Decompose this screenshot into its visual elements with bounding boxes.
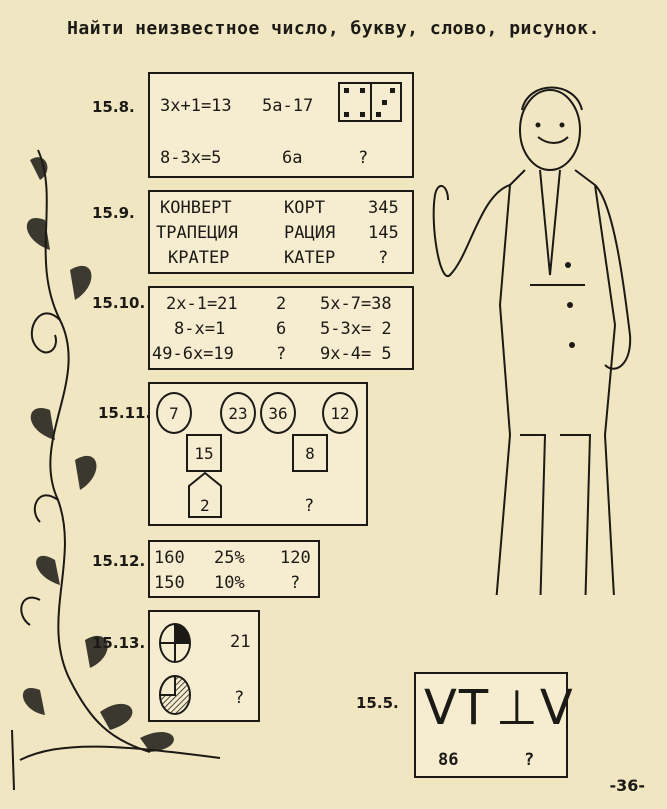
square-1: 15 <box>186 434 222 472</box>
page-title: Найти неизвестное число, букву, слово, р… <box>67 18 600 39</box>
oval-hatched-icon <box>158 674 191 715</box>
problem-number-15-10: 15.10. <box>92 294 146 312</box>
p158-r2-c: ? <box>358 148 369 168</box>
p1513-value-1: 21 <box>230 632 251 652</box>
p159-r1-b: КОРТ <box>284 198 325 218</box>
boy-illustration <box>432 86 632 595</box>
circle-3: 36 <box>260 392 296 434</box>
problem-number-15-12: 15.12. <box>92 552 146 570</box>
p159-r1-a: КОНВЕРТ <box>160 198 232 218</box>
p1512-r1-b: 25% <box>214 548 245 568</box>
circle-1: 7 <box>156 392 192 434</box>
p1511-unknown: ? <box>304 496 315 516</box>
p159-r1-c: 345 <box>368 198 399 218</box>
domino-icon <box>338 82 402 122</box>
problem-box-15-13: 21 ? <box>148 610 260 722</box>
house-value: 2 <box>200 496 210 515</box>
p158-r1-b: 5a-17 <box>262 96 314 116</box>
p1512-r1-a: 160 <box>154 548 185 568</box>
house-shape <box>188 472 222 518</box>
problem-number-15-8: 15.8. <box>92 98 135 116</box>
p1512-r1-c: 120 <box>280 548 311 568</box>
problem-box-15-12: 160 25% 120 150 10% ? <box>148 540 320 598</box>
problem-number-15-9: 15.9. <box>92 204 135 222</box>
p155-value-1: 86 <box>438 750 459 770</box>
p1512-r2-c: ? <box>290 573 301 593</box>
vine-decoration <box>11 149 221 791</box>
p158-r2-a: 8-3x=5 <box>160 148 222 168</box>
p159-r2-c: 145 <box>368 223 399 243</box>
p155-glyph-1: VT <box>424 680 491 736</box>
p158-r1-a: 3x+1=13 <box>160 96 232 116</box>
problem-box-15-9: КОНВЕРТ КОРТ 345 ТРАПЕЦИЯ РАЦИЯ 145 КРАТ… <box>148 190 414 274</box>
problem-box-15-11: 7 23 36 12 15 8 2 ? <box>148 382 368 526</box>
problem-box-15-10: 2x-1=21 2 5x-7=38 8-x=1 6 5-3x= 2 49-6x=… <box>148 286 414 370</box>
problem-box-15-5: VT ⊥V 86 ? <box>414 672 573 778</box>
p1510-r3-b: ? <box>276 344 287 364</box>
p1510-r1-b: 2 <box>276 294 287 314</box>
circle-4: 12 <box>322 392 358 434</box>
problem-number-15-5: 15.5. <box>356 694 399 712</box>
p159-r2-a: ТРАПЕЦИЯ <box>156 223 238 243</box>
p155-value-2: ? <box>524 750 535 770</box>
p1513-value-2: ? <box>234 688 245 708</box>
p1510-r2-b: 6 <box>276 319 287 339</box>
p155-glyph-2: ⊥V <box>496 680 575 736</box>
oval-quarter-filled-icon <box>159 623 191 663</box>
problem-number-15-13: 15.13. <box>92 634 146 652</box>
circle-2: 23 <box>220 392 256 434</box>
p159-r3-b: КАТЕР <box>284 248 336 268</box>
problem-box-15-8: 3x+1=13 5a-17 8-3x=5 6a ? <box>148 72 414 178</box>
p1510-r3-a: 49-6x=19 <box>152 344 234 364</box>
square-2: 8 <box>292 434 328 472</box>
p158-r2-b: 6a <box>282 148 303 168</box>
p1512-r2-b: 10% <box>214 573 245 593</box>
p1510-r1-c: 5x-7=38 <box>320 294 392 314</box>
p1510-r1-a: 2x-1=21 <box>166 294 238 314</box>
page-number: -36- <box>609 776 645 795</box>
problem-number-15-11: 15.11. <box>98 404 152 422</box>
p159-r3-c: ? <box>378 248 389 268</box>
p1510-r3-c: 9x-4= 5 <box>320 344 392 364</box>
p1512-r2-a: 150 <box>154 573 185 593</box>
p1510-r2-c: 5-3x= 2 <box>320 319 392 339</box>
p159-r3-a: КРАТЕР <box>168 248 230 268</box>
p159-r2-b: РАЦИЯ <box>284 223 336 243</box>
p1510-r2-a: 8-x=1 <box>174 319 226 339</box>
